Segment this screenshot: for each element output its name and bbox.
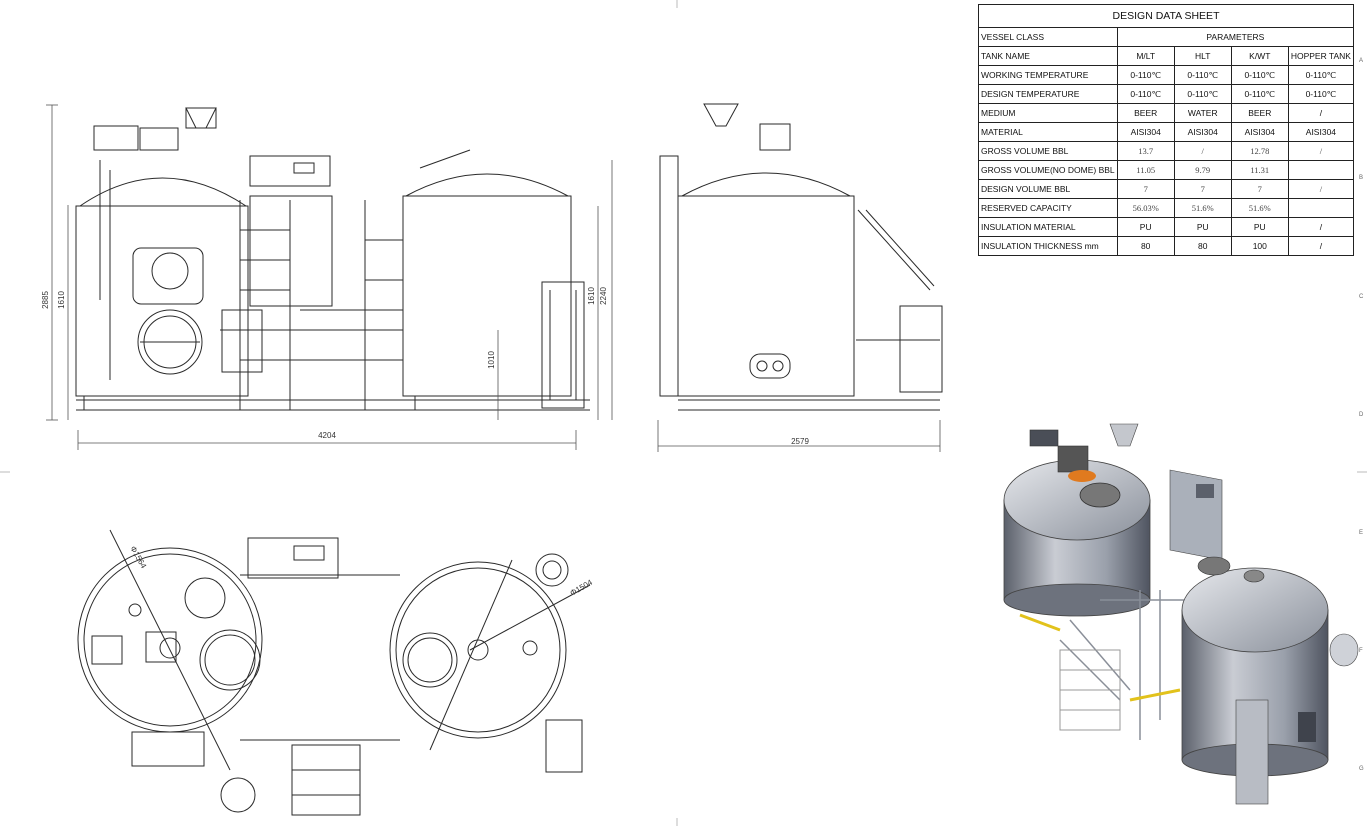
row-value: BEER: [1116, 103, 1175, 123]
row-value: 11.31: [1230, 160, 1289, 180]
dim-front-height: 2885: [41, 291, 50, 309]
row-value: AISI304: [1287, 122, 1355, 142]
dim-front-tank-height: 1610: [57, 291, 66, 309]
row-value: 80: [1116, 236, 1175, 256]
side-dimensions: [657, 420, 941, 452]
row-value: 7: [1173, 179, 1232, 199]
row-label: DESIGN TEMPERATURE: [978, 84, 1118, 104]
row-value: PU: [1116, 217, 1175, 237]
row-value: BEER: [1230, 103, 1289, 123]
row-value: /: [1287, 103, 1355, 123]
control-cabinet: [1169, 469, 1223, 561]
row-value: M/LT: [1116, 46, 1175, 66]
dim-front-width: 4204: [318, 431, 336, 440]
row-label: GROSS VOLUME BBL: [978, 141, 1118, 161]
row-value: AISI304: [1116, 122, 1175, 142]
row-value: /: [1287, 217, 1355, 237]
row-value: PU: [1230, 217, 1289, 237]
row-label: GROSS VOLUME(NO DOME) BBL: [978, 160, 1118, 180]
vessel-class-label: VESSEL CLASS: [978, 27, 1118, 47]
row-value: HLT: [1173, 46, 1232, 66]
row-label: MEDIUM: [978, 103, 1118, 123]
hopper: [1109, 423, 1139, 447]
row-value: 51.6%: [1230, 198, 1289, 218]
zone-letter: F: [1359, 648, 1363, 654]
row-value: 9.79: [1173, 160, 1232, 180]
row-label: RESERVED CAPACITY: [978, 198, 1118, 218]
parameters-label: PARAMETERS: [1116, 27, 1355, 47]
row-value: 12.78: [1230, 141, 1289, 161]
row-value: 7: [1230, 179, 1289, 199]
row-value: [1287, 160, 1355, 180]
sheet-title: DESIGN DATA SHEET: [978, 4, 1354, 28]
row-value: K/WT: [1230, 46, 1289, 66]
row-value: PU: [1173, 217, 1232, 237]
row-value: WATER: [1173, 103, 1232, 123]
row-value: 0-110℃: [1173, 84, 1232, 104]
heat-exchanger: [1235, 699, 1269, 805]
zone-letter: C: [1359, 294, 1364, 300]
row-value: 51.6%: [1173, 198, 1232, 218]
row-label: INSULATION THICKNESS mm: [978, 236, 1118, 256]
row-value: 0-110℃: [1287, 65, 1355, 85]
row-value: 0-110℃: [1116, 65, 1175, 85]
row-value: [1287, 198, 1355, 218]
row-label: DESIGN VOLUME BBL: [978, 179, 1118, 199]
motor: [1029, 429, 1059, 447]
row-label: TANK NAME: [978, 46, 1118, 66]
zone-letter: D: [1359, 412, 1364, 418]
row-value: HOPPER TANK: [1287, 46, 1355, 66]
row-value: 80: [1173, 236, 1232, 256]
row-value: 56.03%: [1116, 198, 1175, 218]
row-value: AISI304: [1173, 122, 1232, 142]
row-value: /: [1173, 141, 1232, 161]
row-value: 0-110℃: [1287, 84, 1355, 104]
plan-view: [77, 529, 591, 816]
row-value: 0-110℃: [1116, 84, 1175, 104]
zone-letter: B: [1359, 175, 1364, 181]
row-value: 0-110℃: [1173, 65, 1232, 85]
row-value: 7: [1116, 179, 1175, 199]
row-value: 100: [1230, 236, 1289, 256]
front-dimensions: [46, 104, 613, 450]
row-value: 11.05: [1116, 160, 1175, 180]
dim-plan-kwt-diameter: Φ1504: [569, 578, 595, 598]
row-label: INSULATION MATERIAL: [978, 217, 1118, 237]
row-value: /: [1287, 141, 1355, 161]
dim-right-total-height: 2240: [599, 287, 608, 305]
row-value: /: [1287, 236, 1355, 256]
side-elevation-view: [659, 103, 943, 411]
dim-side-width: 2579: [791, 437, 809, 446]
row-value: AISI304: [1230, 122, 1289, 142]
zone-letter: G: [1359, 766, 1364, 772]
zone-letter: E: [1359, 530, 1364, 536]
row-label: MATERIAL: [978, 122, 1118, 142]
zone-letter: A: [1359, 58, 1364, 64]
front-elevation-view: [75, 107, 590, 411]
design-data-sheet: DESIGN DATA SHEET VESSEL CLASS PARAMETER…: [978, 4, 1355, 256]
row-value: 0-110℃: [1230, 84, 1289, 104]
dim-pipe-height: 1010: [487, 351, 496, 369]
row-value: /: [1287, 179, 1355, 199]
dim-right-tank-height: 1610: [587, 287, 596, 305]
row-label: WORKING TEMPERATURE: [978, 65, 1118, 85]
row-value: 0-110℃: [1230, 65, 1289, 85]
isometric-render: [1003, 423, 1359, 805]
row-value: 13.7: [1116, 141, 1175, 161]
